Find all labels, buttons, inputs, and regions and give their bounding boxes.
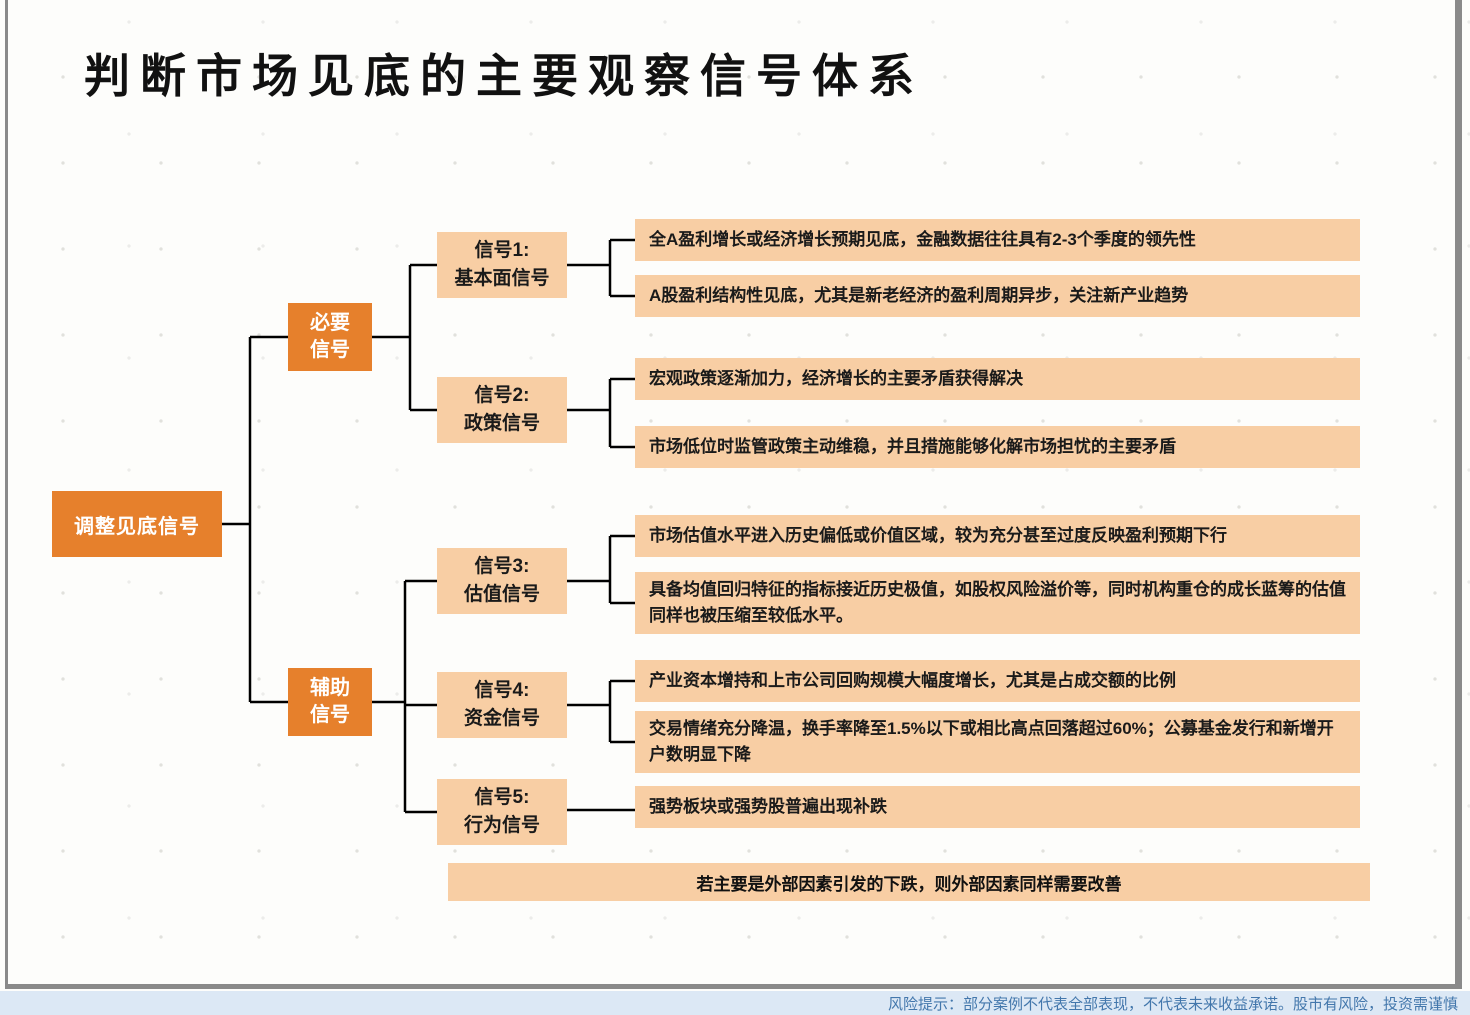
risk-disclaimer-bar: 风险提示：部分案例不代表全部表现，不代表未来收益承诺。股市有风险，投资需谨慎 <box>0 991 1470 1015</box>
leaf-text: 具备均值回归特征的指标接近历史极值，如股权风险溢价等，同时机构重仓的成长蓝筹的估… <box>649 579 1346 625</box>
leaf-text: 产业资本增持和上市公司回购规模大幅度增长，尤其是占成交额的比例 <box>649 670 1176 690</box>
signal-name-line2: 资金信号 <box>463 708 540 729</box>
signal-name-line2: 政策信号 <box>463 413 540 434</box>
bottom-note-bar: 若主要是外部因素引发的下跌，则外部因素同样需要改善 <box>448 863 1370 901</box>
leaf-text: 宏观政策逐渐加力，经济增长的主要矛盾获得解决 <box>649 368 1023 388</box>
leaf-text: 强势板块或强势股普遍出现补跌 <box>649 796 887 816</box>
leaf-signal2-point2: 市场低位时监管政策主动维稳，并且措施能够化解市场担忧的主要矛盾 <box>635 426 1360 468</box>
leaf-text: 全A盈利增长或经济增长预期见底，金融数据往往具有2-3个季度的领先性 <box>649 229 1196 249</box>
leaf-text: 市场低位时监管政策主动维稳，并且措施能够化解市场担忧的主要矛盾 <box>649 436 1176 456</box>
leaf-text: A股盈利结构性见底，尤其是新老经济的盈利周期异步，关注新产业趋势 <box>649 285 1189 305</box>
leaf-signal1-point1: 全A盈利增长或经济增长预期见底，金融数据往往具有2-3个季度的领先性 <box>635 219 1360 261</box>
signal-name-line1: 信号1: <box>474 240 530 262</box>
slide-frame-left-border <box>5 0 8 987</box>
signal-name-line1: 信号5: <box>474 787 530 809</box>
leaf-signal5-point1: 强势板块或强势股普遍出现补跌 <box>635 786 1360 828</box>
signal-node-2-policy: 信号2: 政策信号 <box>437 377 567 443</box>
branch-node-auxiliary: 辅助 信号 <box>288 668 372 736</box>
leaf-signal4-point2: 交易情绪充分降温，换手率降至1.5%以下或相比高点回落超过60%；公募基金发行和… <box>635 711 1360 773</box>
signal-name-line1: 信号4: <box>474 680 530 702</box>
signal-node-4-funds: 信号4: 资金信号 <box>437 672 567 738</box>
root-node-label: 调整见底信号 <box>74 515 200 538</box>
root-node: 调整见底信号 <box>52 491 222 557</box>
branch-label-line2: 信号 <box>310 704 350 726</box>
leaf-text: 交易情绪充分降温，换手率降至1.5%以下或相比高点回落超过60%；公募基金发行和… <box>649 718 1334 764</box>
page-title: 判断市场见底的主要观察信号体系 <box>84 50 924 102</box>
signal-name-line2: 行为信号 <box>463 815 540 836</box>
leaf-signal4-point1: 产业资本增持和上市公司回购规模大幅度增长，尤其是占成交额的比例 <box>635 660 1360 702</box>
branch-label-line2: 信号 <box>310 339 350 361</box>
leaf-text: 市场估值水平进入历史偏低或价值区域，较为充分甚至过度反映盈利预期下行 <box>649 525 1227 545</box>
signal-node-5-behavior: 信号5: 行为信号 <box>437 779 567 845</box>
leaf-signal3-point2: 具备均值回归特征的指标接近历史极值，如股权风险溢价等，同时机构重仓的成长蓝筹的估… <box>635 572 1360 634</box>
leaf-signal3-point1: 市场估值水平进入历史偏低或价值区域，较为充分甚至过度反映盈利预期下行 <box>635 515 1360 557</box>
branch-node-necessary: 必要 信号 <box>288 303 372 371</box>
signal-name-line2: 估值信号 <box>463 584 540 605</box>
signal-node-1-fundamentals: 信号1: 基本面信号 <box>437 232 567 298</box>
branch-label-line1: 辅助 <box>310 677 350 699</box>
signal-name-line2: 基本面信号 <box>454 268 550 289</box>
signal-node-3-valuation: 信号3: 估值信号 <box>437 548 567 614</box>
risk-disclaimer-text: 风险提示：部分案例不代表全部表现，不代表未来收益承诺。股市有风险，投资需谨慎 <box>887 995 1458 1013</box>
branch-label-line1: 必要 <box>310 312 350 334</box>
signal-name-line1: 信号2: <box>474 385 530 407</box>
leaf-signal2-point1: 宏观政策逐渐加力，经济增长的主要矛盾获得解决 <box>635 358 1360 400</box>
slide-frame-bottom-border <box>5 984 1462 989</box>
signal-name-line1: 信号3: <box>474 556 530 578</box>
leaf-signal1-point2: A股盈利结构性见底，尤其是新老经济的盈利周期异步，关注新产业趋势 <box>635 275 1360 317</box>
vertical-scrollbar[interactable] <box>1455 0 1462 985</box>
bottom-note-text: 若主要是外部因素引发的下跌，则外部因素同样需要改善 <box>696 874 1122 894</box>
